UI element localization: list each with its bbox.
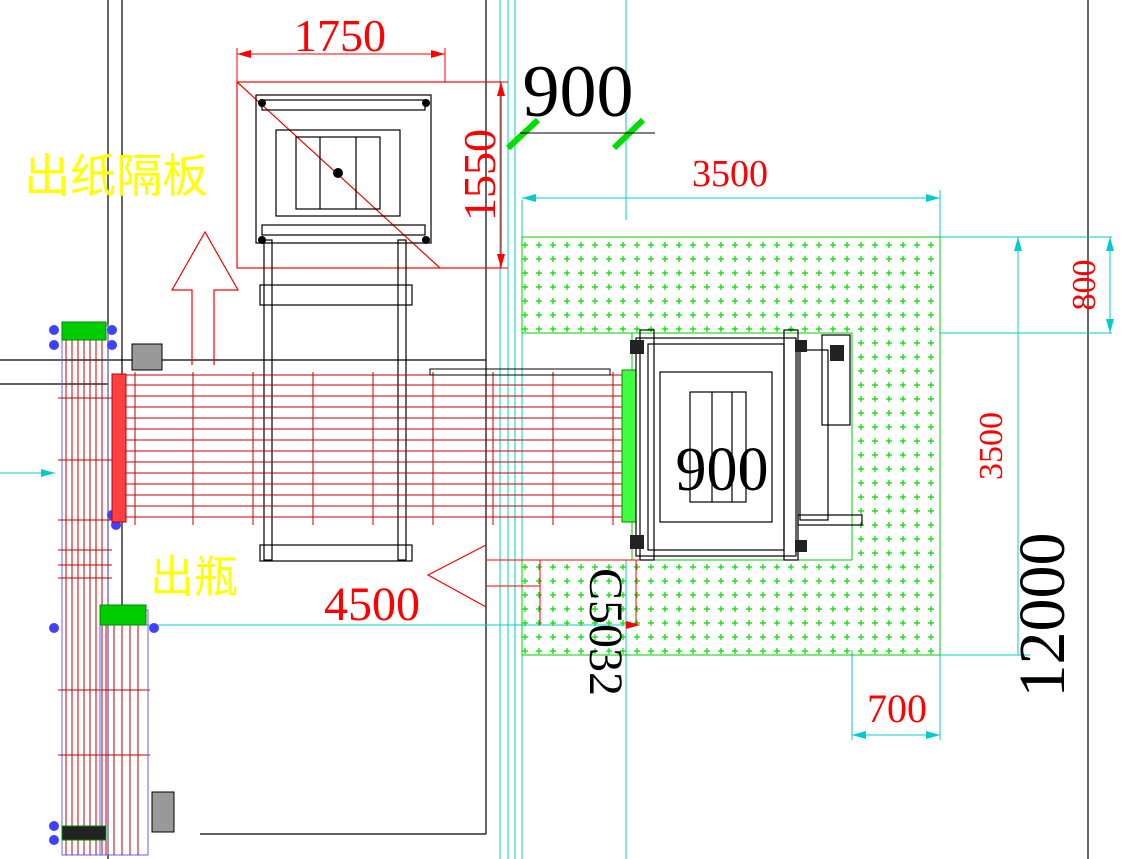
conveyor-ends — [61, 321, 147, 841]
outfeed-conveyor — [118, 372, 630, 525]
angle-ticks — [505, 117, 646, 151]
conveyor-tail — [621, 369, 637, 523]
left-conveyor — [58, 324, 150, 856]
dim-zone-width: 3500 — [692, 153, 768, 195]
palletizer — [635, 329, 863, 561]
bottle-flow-arrow — [426, 544, 487, 608]
separator-bolts — [258, 99, 430, 244]
dim-zone-strip: 800 — [1066, 260, 1103, 311]
palletizer-pads — [630, 340, 844, 552]
dim-offset-700: 700 — [867, 686, 927, 731]
dim-top-height: 1550 — [454, 129, 505, 221]
dim-vertical-code: C5032 — [579, 568, 632, 696]
separator-flow-arrow — [170, 230, 240, 365]
dimension-lines — [236, 48, 640, 625]
motors — [131, 343, 175, 833]
label-bottle-out: 出瓶 — [150, 552, 238, 603]
label-separator-out: 出纸隔板 — [24, 149, 208, 203]
dim-angle-gap: 900 — [523, 51, 634, 133]
conveyor-head — [111, 373, 127, 523]
dim-overall-length: 12000 — [1006, 533, 1079, 698]
outfeed-rail — [429, 368, 611, 376]
lower-conveyor — [99, 609, 149, 856]
dim-conveyor-length: 4500 — [324, 578, 420, 631]
dimension-arrows — [237, 50, 640, 629]
guide-arrows — [41, 194, 1114, 739]
dim-machine-label: 900 — [676, 436, 769, 504]
dim-top-width: 1750 — [294, 10, 386, 61]
dim-zone-height: 3500 — [973, 412, 1010, 480]
